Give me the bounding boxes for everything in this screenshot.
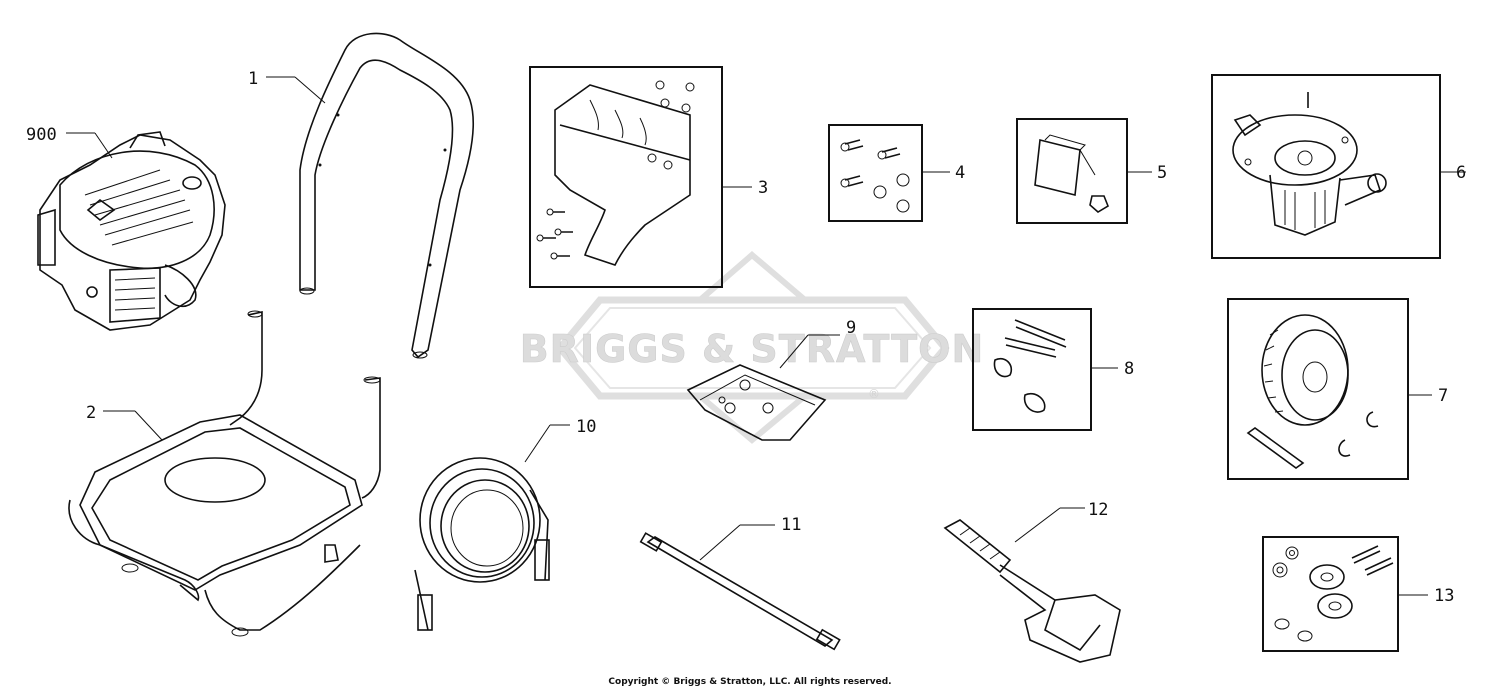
leader-900-b xyxy=(94,132,113,159)
box-part-13 xyxy=(1262,536,1399,652)
part-engine-900 xyxy=(37,131,226,331)
callout-8: 8 xyxy=(1124,359,1134,379)
callout-11: 11 xyxy=(781,515,801,535)
leader-10-b xyxy=(524,424,551,463)
leader-2-b xyxy=(294,76,326,104)
watermark-text: BRIGGS & STRATTON xyxy=(520,327,985,371)
leader-1-b xyxy=(134,410,163,441)
part-clip-5 xyxy=(1034,134,1109,213)
leader-9-b xyxy=(779,334,809,369)
leader-12-b xyxy=(1014,507,1061,543)
part-gun-12 xyxy=(943,519,1121,663)
callout-12: 12 xyxy=(1088,500,1108,520)
box-part-3 xyxy=(529,66,723,288)
box-part-7 xyxy=(1227,298,1409,480)
leader-11-b xyxy=(699,524,741,561)
callout-9: 9 xyxy=(846,318,856,338)
part-bolts-4 xyxy=(840,139,910,213)
callout-2: 1 xyxy=(248,69,258,89)
part-bag-9 xyxy=(686,364,827,441)
part-wand-11 xyxy=(639,532,841,651)
part-handle-2 xyxy=(299,32,475,359)
box-part-4 xyxy=(828,124,923,222)
box-part-6 xyxy=(1211,74,1441,259)
box-part-5 xyxy=(1016,118,1128,224)
callout-1: 2 xyxy=(86,403,96,423)
part-frame-1 xyxy=(68,310,381,637)
callout-3: 3 xyxy=(758,178,768,198)
part-bracket-3 xyxy=(536,80,695,266)
callout-7: 7 xyxy=(1438,386,1448,406)
callout-13: 13 xyxy=(1434,586,1454,606)
part-pump-6 xyxy=(1232,92,1387,236)
copyright-notice: Copyright © Briggs & Stratton, LLC. All … xyxy=(608,677,892,687)
part-hardware-13 xyxy=(1272,545,1394,642)
callout-6: 6 xyxy=(1456,163,1466,183)
callout-900: 900 xyxy=(26,125,57,145)
part-wheel-7 xyxy=(1246,314,1379,469)
callout-4: 4 xyxy=(955,163,965,183)
part-knobs-8 xyxy=(993,319,1067,413)
box-part-8 xyxy=(972,308,1092,431)
callout-5: 5 xyxy=(1157,163,1167,183)
part-hose-10 xyxy=(414,457,550,631)
callout-10: 10 xyxy=(576,417,596,437)
watermark-registered-mark: ® xyxy=(868,387,880,401)
watermark-logo: BRIGGS & STRATTON ® xyxy=(519,251,985,444)
